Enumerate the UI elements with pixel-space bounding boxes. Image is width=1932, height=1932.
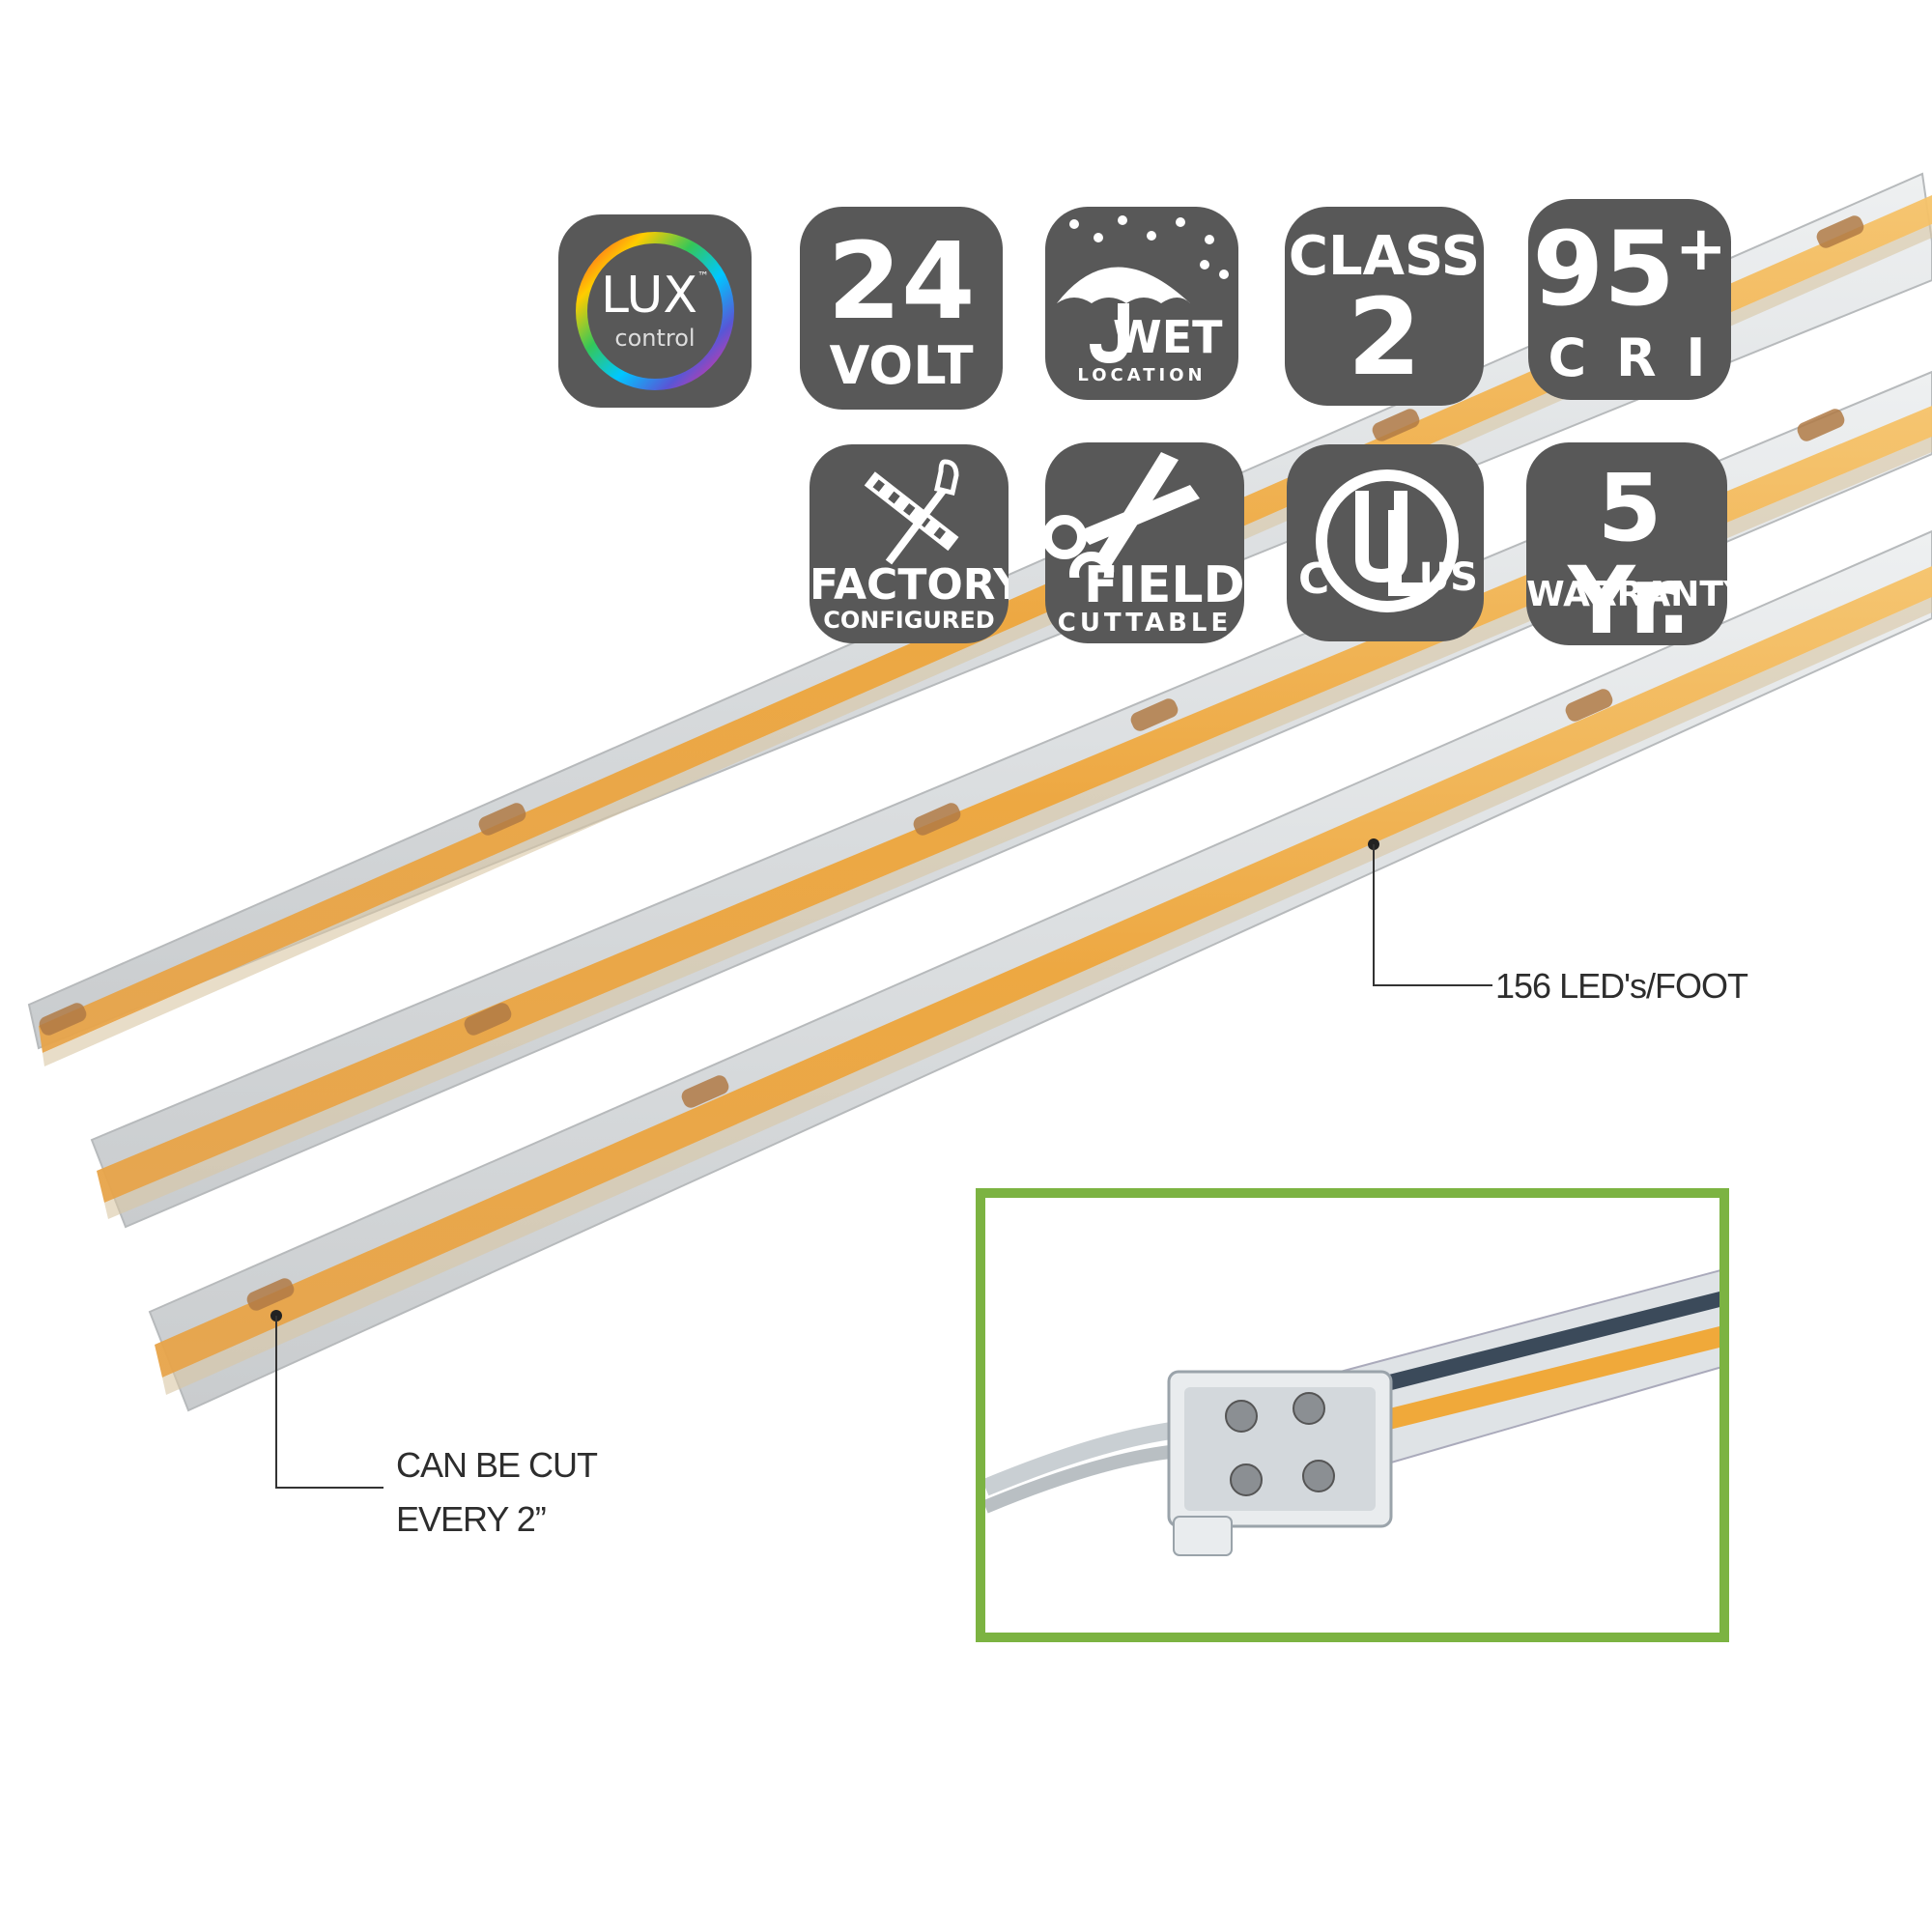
scissors-icon: [1045, 452, 1200, 578]
warranty-value: 5 Yr.: [1568, 454, 1691, 645]
cut-leader-vertical: [275, 1316, 277, 1488]
cut-label-line1: CAN BE CUT: [396, 1445, 598, 1485]
factory-line1: FACTORY: [810, 560, 1009, 610]
24-volt-badge: 24 VOLT: [800, 207, 1003, 410]
connector-inset: [976, 1188, 1729, 1642]
lux-tm: ™: [697, 270, 710, 283]
cut-label-line2: EVERY 2”: [396, 1499, 547, 1539]
field-line1: FIELD: [1084, 556, 1244, 614]
lux-control-badge: LUX™ control: [558, 214, 752, 408]
field-cuttable-badge: FIELD CUTTABLE: [1045, 442, 1244, 643]
led-strip-3: [148, 529, 1932, 1412]
lux-sub: control: [614, 325, 696, 352]
umbrella-rain-icon: [1057, 215, 1229, 364]
warranty-label: WARRANTY: [1526, 575, 1727, 614]
led-strip-tool-icon: [864, 459, 959, 565]
ul-logo-icon: [1316, 469, 1459, 612]
ul-right: US: [1418, 555, 1478, 600]
5-yr-warranty-badge: 5 Yr. WARRANTY: [1526, 442, 1727, 645]
95-cri-badge: 95+ C R I: [1528, 199, 1731, 400]
class-line2: 2: [1347, 275, 1422, 399]
ul-left: C: [1298, 554, 1330, 604]
class-2-badge: CLASS 2: [1285, 207, 1484, 406]
connector-illustration: [985, 1269, 1719, 1556]
cri-number: 95: [1532, 210, 1675, 328]
cri-value: 95+: [1528, 218, 1731, 321]
volt-value: 24: [827, 219, 976, 343]
wet-line2: LOCATION: [1077, 365, 1207, 385]
leds-leader-vertical: [1373, 844, 1375, 985]
lux-brand-text: LUX: [600, 267, 698, 325]
cut-leader-horizontal: [275, 1487, 384, 1489]
cri-plus: +: [1674, 213, 1727, 285]
class-line1: CLASS: [1288, 225, 1481, 288]
volt-label: VOLT: [829, 335, 974, 396]
factory-line2: CONFIGURED: [823, 607, 995, 634]
wet-line1: WET: [1113, 311, 1223, 363]
cri-label: C R I: [1548, 327, 1712, 388]
cul-us-badge: C US: [1287, 444, 1484, 641]
leds-leader-horizontal: [1373, 984, 1492, 986]
field-line2: CUTTABLE: [1057, 609, 1233, 638]
lux-brand: LUX™: [558, 270, 752, 321]
factory-configured-badge: FACTORY CONFIGURED: [810, 444, 1009, 643]
cut-marks: [39, 215, 1864, 1311]
leds-per-foot-label: 156 LED's/FOOT: [1495, 966, 1748, 1006]
wet-location-badge: WET LOCATION: [1045, 207, 1238, 400]
rainbow-ring-icon: [576, 232, 734, 390]
